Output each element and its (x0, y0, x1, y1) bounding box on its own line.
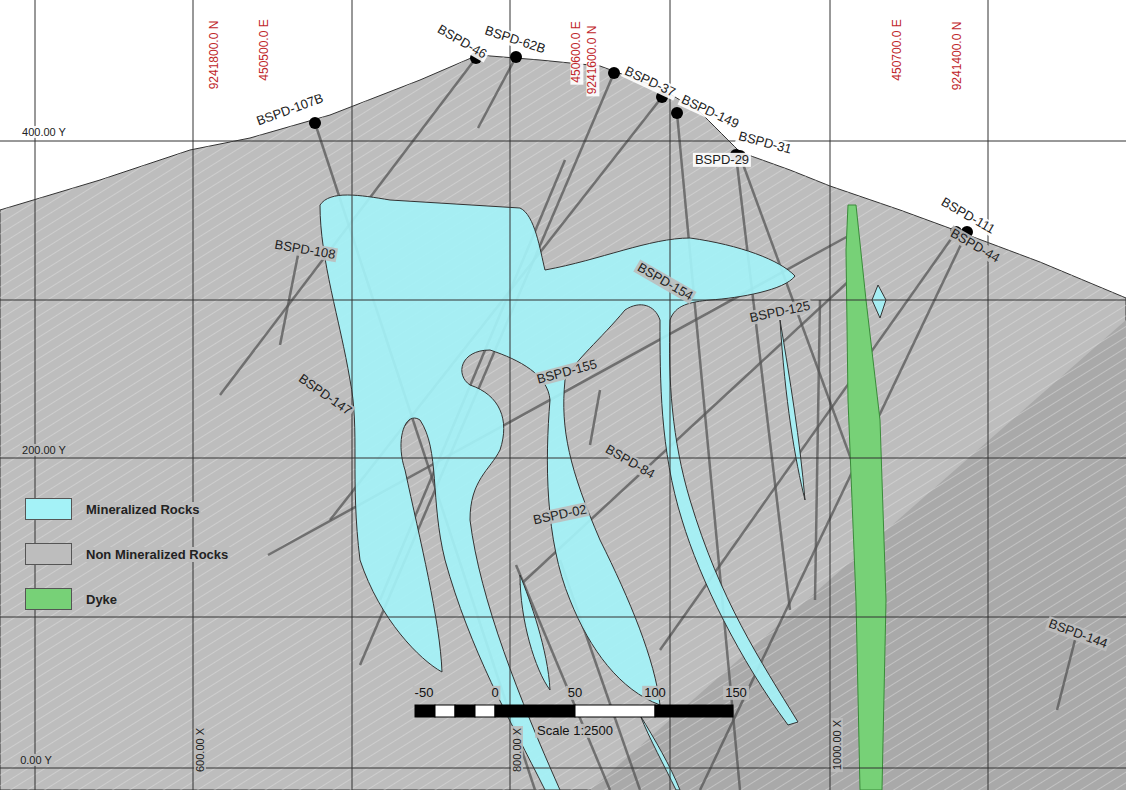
mineralized-zone (320, 195, 886, 790)
scale-number: 0 (489, 686, 500, 700)
scale-number: 150 (723, 686, 749, 700)
legend-swatch (25, 543, 72, 565)
drillhole-traces (220, 57, 1075, 790)
legend-text: Non Mineralized Rocks (84, 547, 230, 562)
drillhole-label: BSPD-29 (693, 153, 751, 167)
coordinate-label: 9241600.0 N (586, 24, 599, 97)
legend-entry: Non Mineralized Rocks (25, 543, 230, 565)
grid-label: 200.00 Y (20, 444, 68, 456)
drillhole-collars (309, 51, 973, 238)
dyke (846, 205, 886, 790)
grid-label: 400.00 Y (20, 126, 68, 138)
legend-entry: Mineralized Rocks (25, 498, 230, 520)
legend-text: Dyke (84, 592, 119, 607)
legend-swatch (25, 498, 72, 520)
coordinate-label: 450500.0 E (258, 17, 271, 82)
coordinate-label: 450700.0 E (891, 17, 904, 82)
scale-number: -50 (413, 686, 436, 700)
scale-number: 50 (566, 686, 584, 700)
legend-swatch (25, 588, 72, 610)
coordinate-label: 450600.0 E (570, 19, 583, 84)
scale-bar (415, 705, 733, 717)
legend: Mineralized RocksNon Mineralized RocksDy… (25, 498, 230, 633)
scale-caption: Scale 1:2500 (535, 724, 615, 738)
grid-label: 600.00 X (194, 726, 206, 774)
grid-label: 0.00 Y (18, 754, 54, 766)
legend-text: Mineralized Rocks (84, 502, 201, 517)
coordinate-label: 9241400.0 N (951, 20, 964, 93)
legend-entry: Dyke (25, 588, 230, 610)
scale-number: 100 (642, 686, 668, 700)
grid-label: 1000.00 X (831, 718, 843, 772)
coordinate-label: 9241800.0 N (208, 19, 221, 92)
grid-label: 800.00 X (511, 726, 523, 774)
drillhole-label: BSPD-46 (433, 21, 491, 62)
